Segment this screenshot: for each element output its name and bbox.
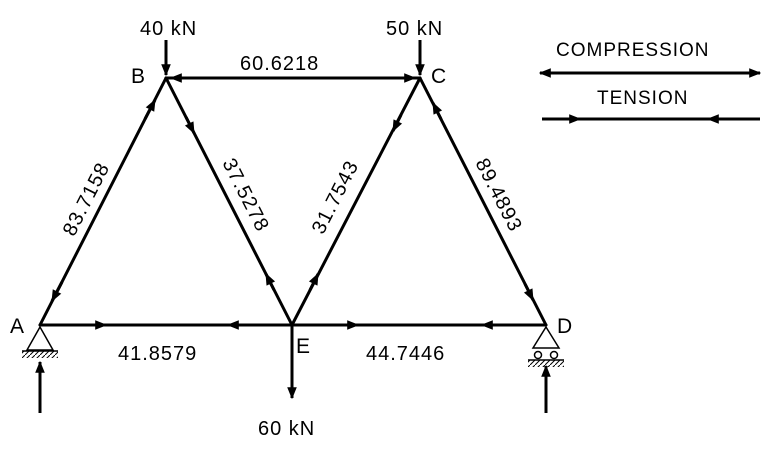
arrow-ce-at-e xyxy=(308,272,320,291)
node-label-c: C xyxy=(431,65,447,88)
load-label-e: 60 kN xyxy=(258,418,315,440)
pin-support-a xyxy=(22,325,58,358)
member-cd xyxy=(418,76,548,327)
load-label-c: 50 kN xyxy=(386,18,443,40)
arrow-ab-at-b xyxy=(143,98,157,120)
legend-tension-label: TENSION xyxy=(597,88,688,109)
legend: COMPRESSION TENSION xyxy=(538,40,762,124)
arrow-be-at-b xyxy=(184,116,196,135)
force-label-bc: 60.6218 xyxy=(240,53,319,75)
arrow-ce-at-c xyxy=(391,114,403,133)
truss-members xyxy=(38,76,548,327)
force-label-ed: 44.7446 xyxy=(366,343,445,365)
node-label-d: D xyxy=(557,315,573,338)
arrow-be-at-e xyxy=(264,272,276,291)
arrow-ab-at-a xyxy=(50,281,64,303)
external-forces xyxy=(35,40,551,413)
roller-support-d xyxy=(528,325,564,367)
legend-compression-label: COMPRESSION xyxy=(556,40,710,61)
arrow-cd-at-c xyxy=(431,101,443,120)
node-labels: A B C D E xyxy=(10,65,573,358)
node-label-e: E xyxy=(296,335,311,358)
node-label-a: A xyxy=(10,315,25,338)
member-force-labels: 60.6218 41.8579 44.7446 83.7158 37.5278 … xyxy=(59,53,526,365)
load-labels: 40 kN 50 kN 60 kN xyxy=(140,18,443,440)
member-force-arrows xyxy=(50,73,535,330)
arrow-cd-at-d xyxy=(523,283,535,302)
node-label-b: B xyxy=(131,65,146,88)
load-label-b: 40 kN xyxy=(140,18,197,40)
force-label-ce: 31.7543 xyxy=(308,157,364,238)
force-label-ab: 83.7158 xyxy=(59,159,115,240)
force-label-ae: 41.8579 xyxy=(118,343,197,365)
